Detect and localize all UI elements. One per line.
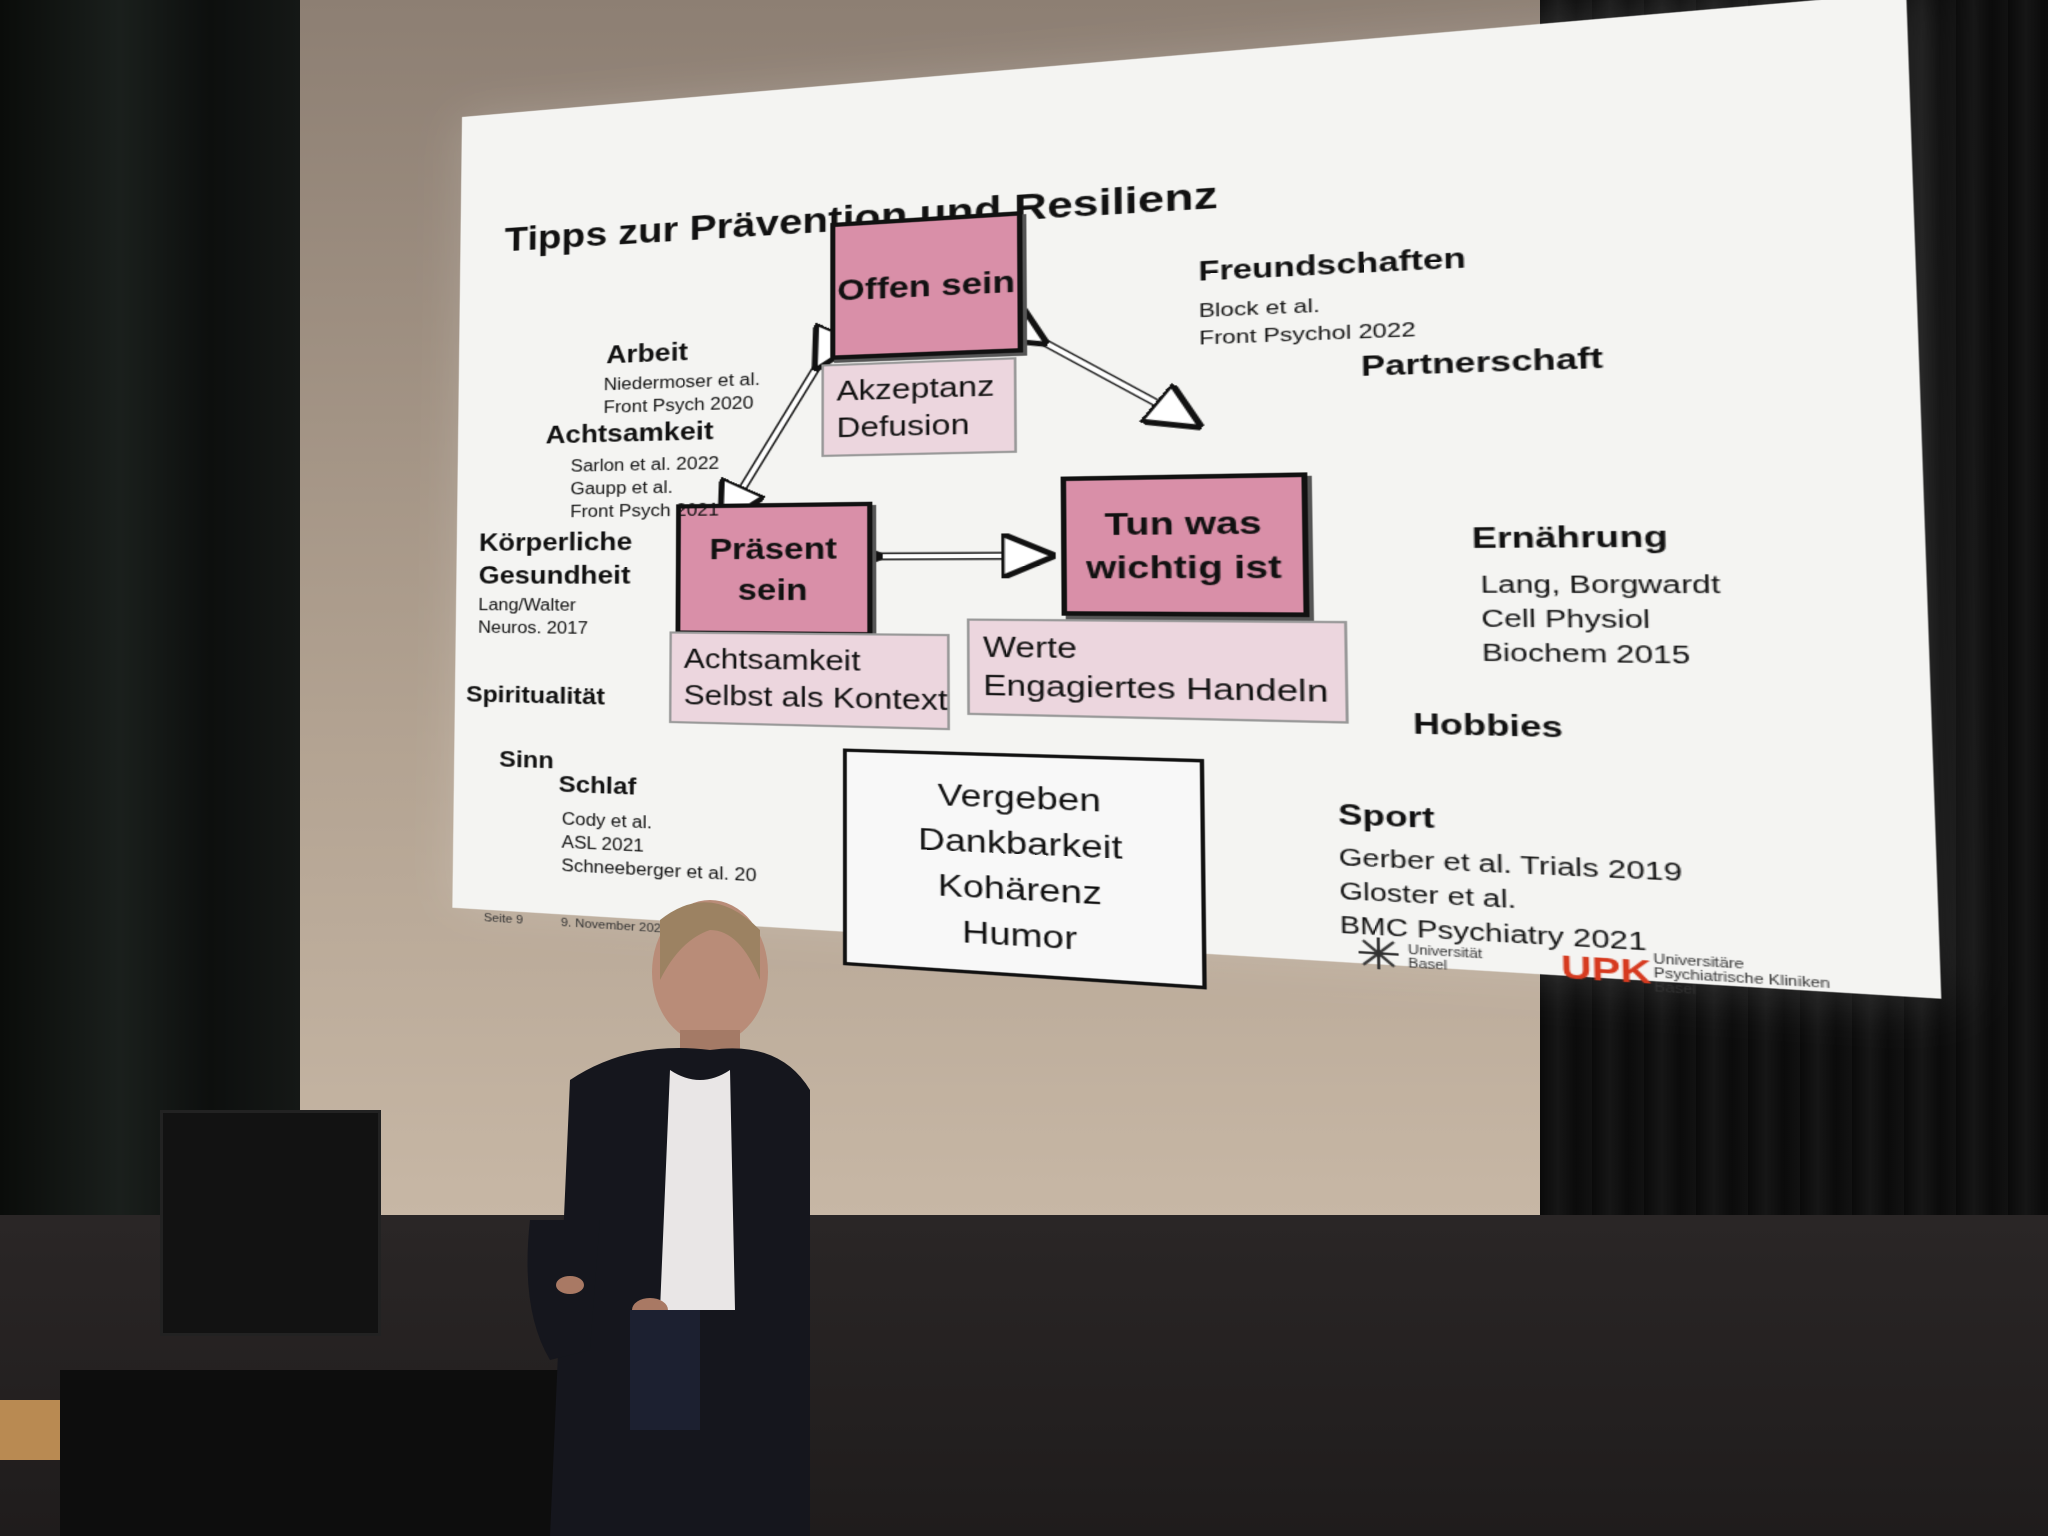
unibas-logo-icon xyxy=(1355,934,1402,973)
label-koerperliche-gesundheit: Körperliche Gesundheit xyxy=(478,528,633,590)
box-vergeben-humor: Vergeben Dankbarkeit Kohärenz Humor xyxy=(842,748,1207,990)
ref-koerper: Lang/Walter Neuros. 2017 xyxy=(477,596,588,638)
ref-achtsamkeit: Sarlon et al. 2022 Gaupp et al. Front Ps… xyxy=(570,454,720,522)
label-arbeit: Arbeit xyxy=(606,338,689,370)
presentation-slide: Tipps zur Prävention und Resilienz Offen… xyxy=(452,0,1941,999)
label-schlaf: Schlaf xyxy=(558,770,637,800)
lectern-monitor xyxy=(160,1110,381,1336)
unibas-name: Universität Basel xyxy=(1407,944,1483,974)
label-spiritualitaet: Spiritualität xyxy=(465,680,605,710)
label-sport: Sport xyxy=(1337,798,1435,836)
lectern xyxy=(60,1370,580,1536)
ref-freundschaften: Block et al. Front Psychol 2022 xyxy=(1198,294,1416,350)
box-akzeptanz-defusion: Akzeptanz Defusion xyxy=(821,357,1017,458)
label-achtsamkeit: Achtsamkeit xyxy=(545,417,714,450)
box-offen-sein: Offen sein xyxy=(830,211,1024,360)
label-sinn: Sinn xyxy=(499,745,554,774)
ref-schlaf: Cody et al. ASL 2021 Schneeberger et al.… xyxy=(561,810,757,886)
ref-ernaehrung: Lang, Borgwardt Cell Physiol Biochem 201… xyxy=(1480,571,1721,670)
box-werte-handeln: Werte Engagiertes Handeln xyxy=(966,618,1349,724)
curtain-left xyxy=(0,0,300,1240)
ref-arbeit: Niedermoser et al. Front Psych 2020 xyxy=(603,371,761,418)
upk-logo: UPK xyxy=(1560,947,1653,992)
box-tun-was-wichtig: Tun was wichtig ist xyxy=(1060,472,1310,618)
label-ernaehrung: Ernährung xyxy=(1471,520,1669,556)
label-hobbies: Hobbies xyxy=(1412,708,1564,745)
box-achtsamkeit-kontext: Achtsamkeit Selbst als Kontext xyxy=(669,631,950,731)
presenter xyxy=(527,900,810,1536)
